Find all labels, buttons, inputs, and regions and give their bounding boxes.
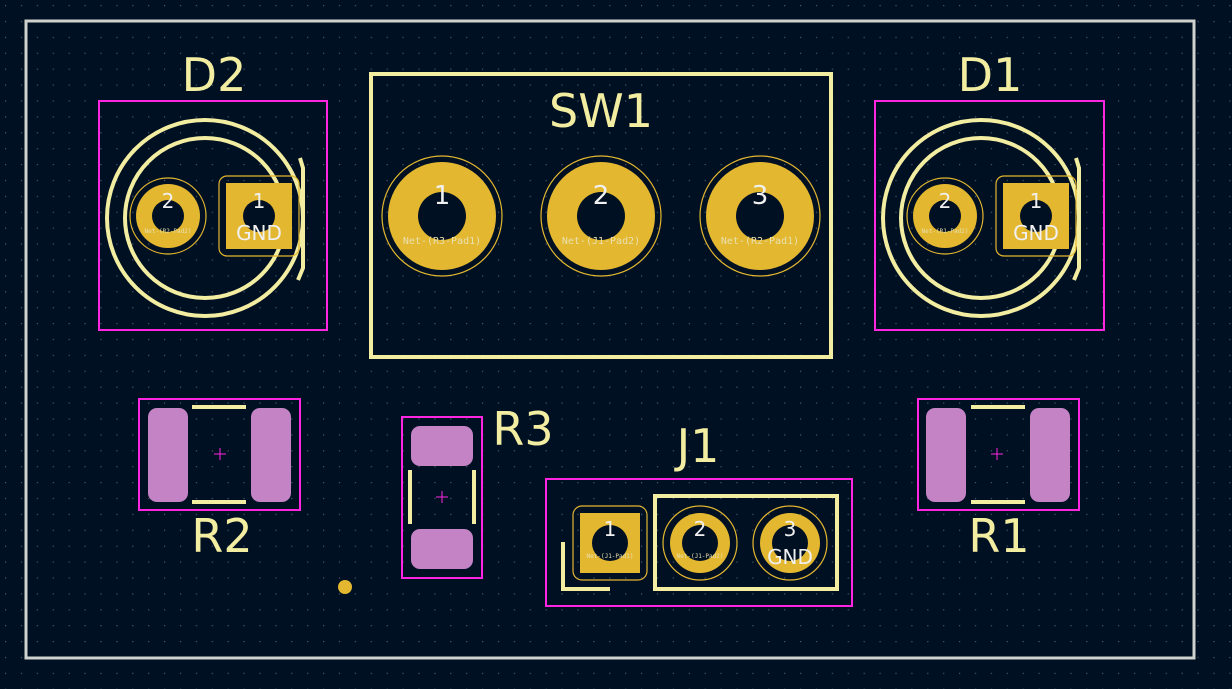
- pin1-marker: [561, 542, 610, 591]
- silk-flat: [296, 157, 305, 281]
- pad-net: Net-(J1-Pad2): [677, 553, 724, 560]
- pad-number: 3: [752, 181, 769, 211]
- pad-2[interactable]: [1030, 408, 1070, 502]
- pad-net: Net-(R2-Pad1): [721, 236, 799, 247]
- pad-clearance: [540, 155, 662, 277]
- pad-net: GND: [767, 545, 813, 569]
- drill-hole: [152, 200, 184, 232]
- pad-net: Net-(R3-Pad1): [403, 236, 481, 247]
- pad-clearance: [699, 155, 821, 277]
- pad-net: Net-(R2-Pad2): [145, 228, 192, 235]
- footprint-r2[interactable]: R2: [138, 398, 301, 563]
- drill-hole: [418, 192, 466, 240]
- anchor-cross-icon: [991, 448, 1003, 460]
- pad-clearance: [995, 175, 1077, 257]
- drill-hole: [1020, 200, 1052, 232]
- pad-2[interactable]: [251, 408, 291, 502]
- ref-d2: D2: [182, 48, 247, 102]
- pad-2[interactable]: [411, 529, 473, 569]
- drill-hole: [577, 192, 625, 240]
- pad-1[interactable]: 1 Net-(J1-Pad1): [572, 505, 648, 581]
- board-edge: [24, 19, 1196, 660]
- courtyard: [917, 398, 1080, 511]
- pad-clearance: [572, 505, 648, 581]
- courtyard: [545, 478, 853, 607]
- pad-clearance: [662, 505, 738, 581]
- drill-hole: [243, 200, 275, 232]
- footprint-d1[interactable]: D1 2 Net-(R1-Pad2) 1 GND: [874, 48, 1105, 331]
- silk-outline: [369, 72, 833, 359]
- courtyard: [138, 398, 301, 511]
- pad-number: 2: [593, 181, 610, 211]
- courtyard: [401, 416, 483, 579]
- pad-1[interactable]: 1 Net-(R3-Pad1): [381, 155, 503, 277]
- pad-net: GND: [1013, 221, 1059, 245]
- pad-number: 2: [694, 517, 707, 541]
- pad-2[interactable]: 2 Net-(J1-Pad2): [540, 155, 662, 277]
- footprint-j1[interactable]: J1 1 Net-(J1-Pad1) 2 Net-(J1-Pad2) 3 GND: [545, 419, 853, 607]
- pad-net: Net-(J1-Pad2): [562, 236, 640, 247]
- pad-clearance: [381, 155, 503, 277]
- pad-number: 2: [939, 189, 952, 213]
- pad-number: 1: [253, 189, 266, 213]
- courtyard: [98, 100, 328, 331]
- ref-sw1: SW1: [549, 84, 653, 138]
- pad-clearance: [752, 505, 828, 581]
- pad-number: 2: [162, 189, 175, 213]
- pad-number: 3: [784, 517, 797, 541]
- footprint-r3[interactable]: R3: [401, 402, 554, 579]
- pad-number: 1: [434, 181, 451, 211]
- drill-hole: [592, 525, 628, 561]
- ref-r3: R3: [492, 402, 553, 456]
- pad-3[interactable]: 3 GND: [752, 505, 828, 581]
- anchor-cross-icon: [436, 491, 448, 503]
- pad-3[interactable]: 3 Net-(R2-Pad1): [699, 155, 821, 277]
- pad-2[interactable]: 2 Net-(J1-Pad2): [662, 505, 738, 581]
- pad-1[interactable]: [148, 408, 188, 502]
- drill-hole: [929, 200, 961, 232]
- pad-clearance: [129, 177, 207, 255]
- footprint-d2[interactable]: D2 2 Net-(R2-Pad2) 1 GND: [98, 48, 328, 331]
- courtyard: [874, 100, 1105, 331]
- pad-number: 1: [604, 517, 617, 541]
- anchor-cross-icon: [214, 448, 226, 460]
- pad-clearance: [906, 177, 984, 255]
- ref-d1: D1: [958, 48, 1023, 102]
- pad-1[interactable]: [411, 426, 473, 466]
- footprint-r1[interactable]: R1: [917, 398, 1080, 563]
- via[interactable]: [338, 580, 352, 594]
- pad-net: GND: [236, 221, 282, 245]
- pad-net: Net-(R1-Pad2): [922, 228, 969, 235]
- ref-r2: R2: [191, 509, 252, 563]
- drill-hole: [772, 525, 808, 561]
- pad-1[interactable]: [926, 408, 966, 502]
- footprint-sw1[interactable]: SW1 1 Net-(R3-Pad1) 2 Net-(J1-Pad2) 3 Ne…: [369, 72, 833, 359]
- pad-clearance: [218, 175, 300, 257]
- silk-flat: [1072, 157, 1081, 281]
- pad-net: Net-(J1-Pad1): [587, 553, 634, 560]
- drill-hole: [736, 192, 784, 240]
- ref-j1: J1: [674, 419, 720, 473]
- pad-number: 1: [1030, 189, 1043, 213]
- ref-r1: R1: [968, 509, 1029, 563]
- silk-outline: [653, 494, 839, 591]
- drill-hole: [682, 525, 718, 561]
